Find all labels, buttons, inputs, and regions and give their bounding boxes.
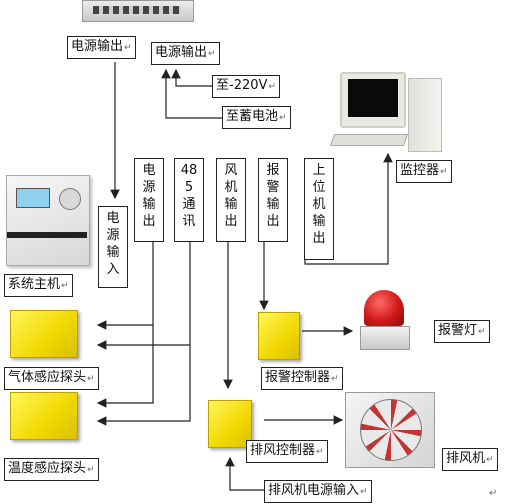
line-485-temp bbox=[96, 345, 191, 426]
power-supply-rack bbox=[82, 0, 194, 22]
line-power-temp bbox=[96, 325, 154, 408]
gas-probe-device bbox=[10, 310, 78, 358]
ac-220v-label: 至-220V↵ bbox=[212, 75, 280, 98]
alarm-light-device bbox=[360, 290, 410, 354]
computer-tower bbox=[408, 78, 442, 152]
temp-probe-label: 温度感应探头↵ bbox=[4, 458, 99, 481]
system-host-label: 系统主机↵ bbox=[4, 274, 73, 297]
monitor-screen bbox=[340, 72, 406, 128]
alarm-controller-device bbox=[258, 312, 300, 360]
exhaust-fan-label: 排风机↵ bbox=[442, 448, 498, 471]
upper-computer-output-vertical-label: 上位机输出 bbox=[304, 158, 334, 260]
battery-label: 至蓄电池↵ bbox=[222, 106, 291, 129]
alarm-output-vertical-label: 报警输出 bbox=[258, 158, 288, 242]
host-keypad bbox=[59, 188, 81, 210]
monitor-computer bbox=[329, 72, 444, 154]
keyboard bbox=[329, 134, 409, 146]
fan-controller-label: 排风控制器↵ bbox=[246, 440, 328, 463]
power-output-label-1: 电源输出↵ bbox=[67, 36, 136, 59]
fan-power-input-label: 排风机电源输入↵ bbox=[264, 480, 372, 503]
host-display bbox=[16, 188, 50, 208]
system-host-device bbox=[6, 175, 90, 266]
corner-paragraph-mark: ↵ bbox=[489, 488, 498, 499]
line-battery bbox=[161, 68, 225, 119]
line-220v bbox=[171, 68, 215, 87]
fan-controller-device bbox=[208, 400, 252, 448]
monitor-label: 监控器↵ bbox=[396, 160, 452, 183]
temp-probe-device bbox=[10, 392, 78, 440]
alarm-light-label: 报警灯↵ bbox=[434, 320, 490, 343]
power-output-label-2: 电源输出↵ bbox=[151, 42, 220, 65]
power-input-vertical-label: 电源输入 bbox=[98, 206, 128, 288]
alarm-controller-label: 报警控制器↵ bbox=[261, 367, 343, 390]
power-output-vertical-label: 电源输出 bbox=[134, 158, 164, 242]
line-fan-power bbox=[225, 456, 270, 491]
exhaust-fan-device bbox=[345, 392, 435, 468]
fan-output-vertical-label: 风机输出 bbox=[216, 158, 246, 242]
gas-probe-label: 气体感应探头↵ bbox=[4, 367, 99, 390]
host-stripe bbox=[7, 232, 87, 238]
